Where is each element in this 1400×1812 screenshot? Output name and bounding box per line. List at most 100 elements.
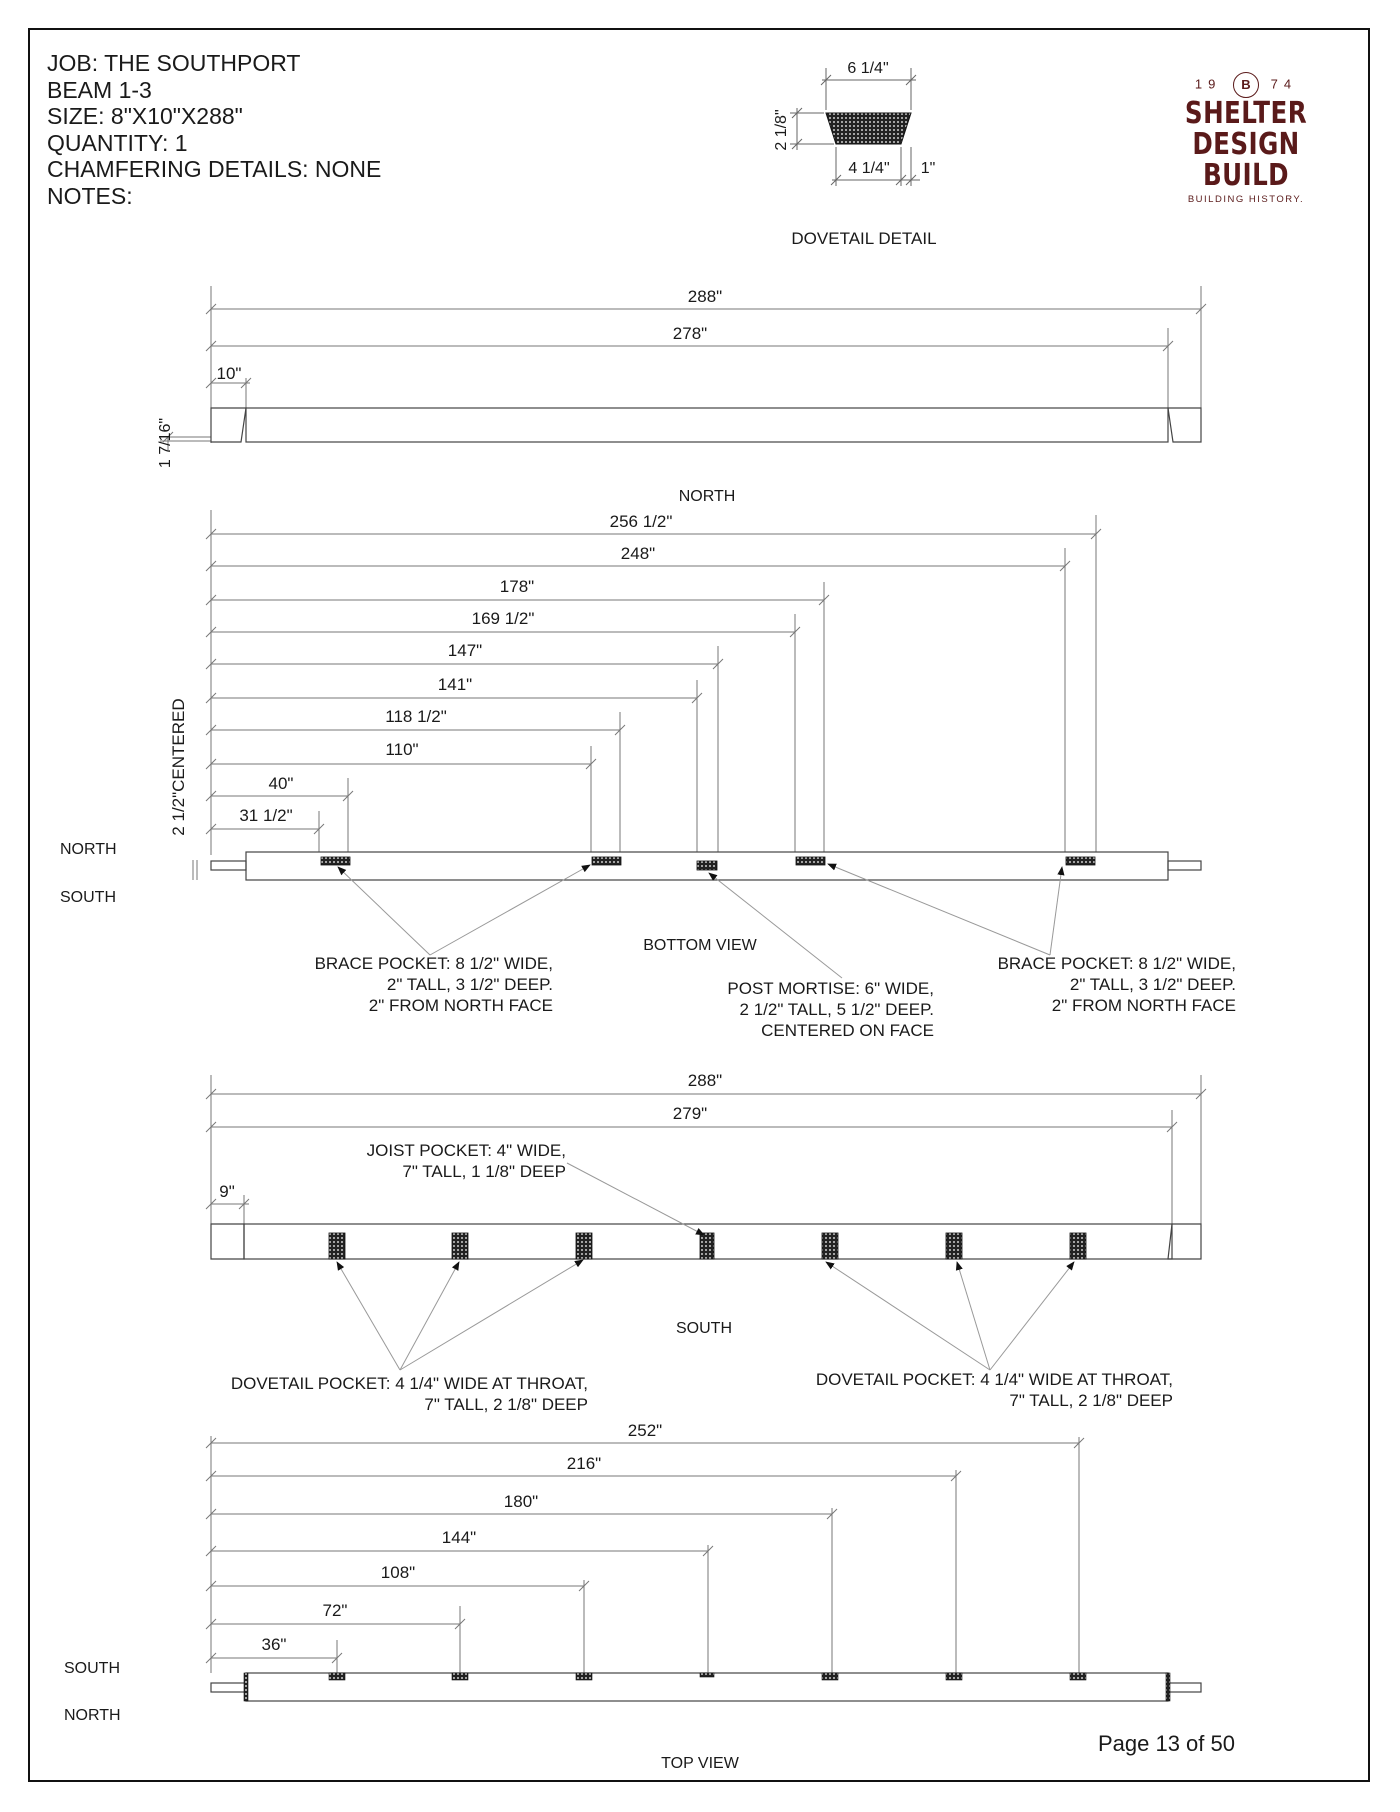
logo-line-2: DESIGN BUILD [1192, 127, 1300, 193]
top-pocket-joist [699, 1672, 715, 1678]
dim-248: 248" [621, 544, 655, 563]
brace-pocket-right-line-1: BRACE POCKET: 8 1/2" WIDE, [998, 954, 1236, 973]
brace-pocket-2 [591, 856, 622, 866]
dovetail-pocket-right-line-2: 7" TALL, 2 1/8" DEEP [1009, 1391, 1173, 1410]
brace-pocket-left-line-2: 2" TALL, 3 1/2" DEEP. [387, 975, 553, 994]
dim-72: 72" [323, 1601, 348, 1620]
bottom-pockets [320, 856, 1096, 871]
dim-40: 40" [269, 774, 294, 793]
brace-pocket-3 [795, 856, 826, 866]
dim-252: 252" [628, 1421, 662, 1440]
side-view-2 [205, 1075, 1207, 1230]
dim-31-1-2: 31 1/2" [239, 806, 292, 825]
dim-118-1-2: 118 1/2" [385, 707, 447, 726]
dovetail-pocket-6 [1069, 1232, 1087, 1260]
dim-36: 36" [262, 1635, 287, 1654]
top-north-side-label: NORTH [64, 1707, 121, 1724]
dovetail-profile [825, 112, 912, 145]
beam-bottom [210, 851, 1202, 881]
side-view-1 [160, 286, 1207, 450]
top-pocket-5 [945, 1672, 963, 1681]
dim-110: 110" [385, 740, 418, 759]
beam-side-1 [210, 407, 1202, 443]
dovetail-throat-width: 4 1/4" [848, 160, 889, 177]
bottom-north-side-label: NORTH [60, 841, 117, 858]
top-south-side-label: SOUTH [64, 1660, 120, 1677]
top-pocket-6 [1069, 1672, 1087, 1681]
dovetail-pocket-1 [328, 1232, 346, 1260]
job-name: JOB: THE SOUTHPORT [47, 50, 301, 76]
dovetail-pocket-3 [575, 1232, 593, 1260]
dim-tenon-length-10: 10" [217, 364, 242, 383]
side-2-leaders [336, 1162, 1075, 1371]
dim-overall-288-b: 288" [688, 1071, 722, 1090]
dim-178: 178" [500, 577, 534, 596]
dovetail-pocket-4 [821, 1232, 839, 1260]
top-view-title: TOP VIEW [661, 1755, 740, 1772]
dim-180: 180" [504, 1492, 538, 1511]
dovetail-detail [790, 68, 920, 186]
post-mortise [696, 860, 718, 871]
bottom-view-title: BOTTOM VIEW [643, 937, 757, 954]
dim-108: 108" [381, 1563, 415, 1582]
dim-tenon-length-9: 9" [219, 1182, 235, 1201]
joist-pocket [699, 1232, 715, 1260]
bottom-south-side-label: SOUTH [60, 889, 116, 906]
dim-216: 216" [567, 1454, 601, 1473]
dim-141: 141" [438, 675, 472, 694]
dim-centered: 2 1/2"CENTERED [169, 698, 188, 835]
beam-size: SIZE: 8"X10"X288" [47, 103, 243, 129]
dim-tenon-height: 1 7/16" [157, 418, 174, 468]
dovetail-pocket-left-line-1: DOVETAIL POCKET: 4 1/4" WIDE AT THROAT, [231, 1374, 588, 1393]
joist-pocket-line-1: JOIST POCKET: 4" WIDE, [367, 1141, 566, 1160]
brace-pocket-right-line-3: 2" FROM NORTH FACE [1052, 996, 1236, 1015]
post-mortise-line-1: POST MORTISE: 6" WIDE, [727, 979, 934, 998]
dovetail-top-width: 6 1/4" [847, 60, 888, 77]
notes: NOTES: [47, 182, 133, 209]
title-block: JOB: THE SOUTHPORT BEAM 1-3 SIZE: 8"X10"… [47, 50, 381, 209]
dovetail-detail-title: DOVETAIL DETAIL [791, 229, 936, 248]
quantity: QUANTITY: 1 [47, 129, 188, 156]
dovetail-flare: 1" [921, 160, 936, 177]
beam-id: BEAM 1-3 [47, 76, 152, 103]
dovetail-pocket-right-line-1: DOVETAIL POCKET: 4 1/4" WIDE AT THROAT, [816, 1370, 1173, 1389]
dovetail-pocket-5 [945, 1232, 963, 1260]
post-mortise-line-3: CENTERED ON FACE [761, 1021, 934, 1040]
logo-emblem: 19 B 74 [1136, 72, 1356, 98]
brace-pocket-4 [1065, 856, 1096, 866]
chamfering-details: CHAMFERING DETAILS: NONE [47, 156, 382, 182]
top-pockets [243, 1672, 1171, 1702]
top-pocket-2 [451, 1672, 469, 1681]
top-pocket-4 [821, 1672, 839, 1681]
dim-144: 144" [442, 1528, 476, 1547]
dim-tenon-span-278: 278" [673, 324, 707, 343]
dim-tenon-span-279: 279" [673, 1104, 707, 1123]
dim-169-1-2: 169 1/2" [472, 609, 535, 628]
dim-147: 147" [448, 641, 482, 660]
brace-pocket-left-line-3: 2" FROM NORTH FACE [369, 996, 553, 1015]
logo-line-1: SHELTER [1184, 96, 1308, 131]
logo-year-right: 74 [1270, 76, 1298, 92]
company-logo: 19 B 74 SHELTER DESIGN BUILD BUILDING HI… [1136, 72, 1356, 205]
logo-monogram: B [1233, 72, 1259, 98]
post-mortise-line-2: 2 1/2" TALL, 5 1/2" DEEP. [740, 1000, 934, 1019]
dovetail-pocket-left-line-2: 7" TALL, 2 1/8" DEEP [424, 1395, 588, 1414]
joist-pocket-line-2: 7" TALL, 1 1/8" DEEP [402, 1162, 566, 1181]
dovetail-height: 2 1/8" [773, 109, 790, 150]
dovetail-pocket-2 [451, 1232, 469, 1260]
brace-pocket-right-line-2: 2" TALL, 3 1/2" DEEP. [1070, 975, 1236, 994]
bottom-view-dimensions [192, 510, 1102, 880]
side-2-pockets [328, 1232, 1087, 1260]
brace-pocket-left-line-1: BRACE POCKET: 8 1/2" WIDE, [315, 954, 553, 973]
dim-256-1-2: 256 1/2" [610, 512, 673, 531]
top-pocket-3 [575, 1672, 593, 1681]
logo-tagline: BUILDING HISTORY. [1187, 194, 1305, 205]
page-number: Page 13 of 50 [1097, 1731, 1235, 1756]
brace-pocket-1 [320, 856, 351, 866]
drawing-border [28, 28, 1370, 1782]
top-pocket-1 [328, 1672, 346, 1681]
side-2-south-label: SOUTH [676, 1320, 732, 1337]
dim-overall-288: 288" [688, 287, 722, 306]
top-view-dimensions [205, 1436, 1085, 1673]
